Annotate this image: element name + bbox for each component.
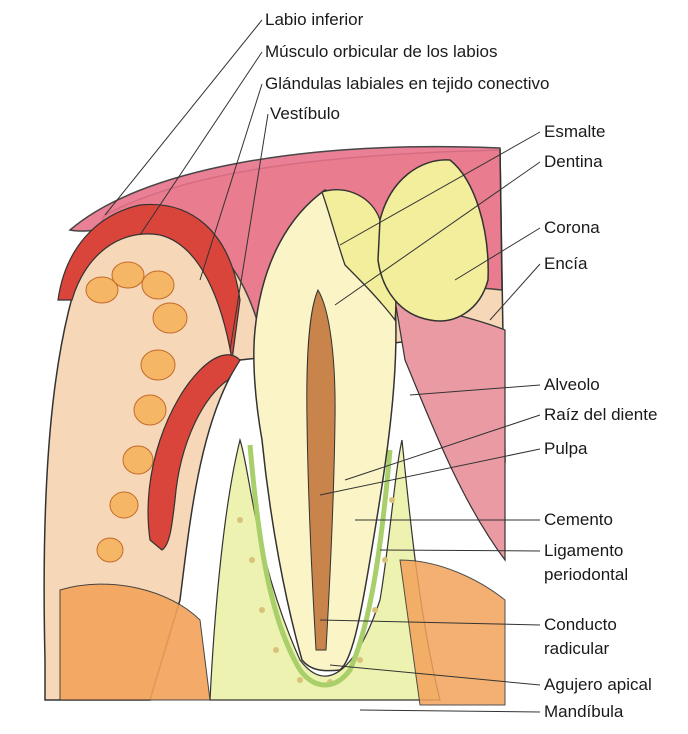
label-encia: Encía [544, 254, 587, 274]
label-vestibulo: Vestíbulo [270, 104, 340, 124]
label-mandibula: Mandíbula [544, 702, 623, 722]
gingiva [395, 300, 505, 560]
label-glandulas-labiales: Glándulas labiales en tejido conectivo [265, 74, 549, 94]
label-dentina: Dentina [544, 152, 603, 172]
label-conducto-1: Conducto [544, 615, 617, 635]
label-raiz-del-diente: Raíz del diente [544, 405, 657, 425]
label-ligamento-2: periodontal [544, 565, 628, 585]
label-labio-inferior: Labio inferior [265, 10, 363, 30]
label-agujero-apical: Agujero apical [544, 675, 652, 695]
label-conducto-2: radicular [544, 639, 609, 659]
label-alveolo: Alveolo [544, 375, 600, 395]
label-cemento: Cemento [544, 510, 613, 530]
label-pulpa: Pulpa [544, 439, 587, 459]
label-ligamento-1: Ligamento [544, 541, 623, 561]
label-corona: Corona [544, 218, 600, 238]
label-esmalte: Esmalte [544, 122, 605, 142]
orbicularis-muscle [60, 584, 210, 700]
label-musculo-orbicular: Músculo orbicular de los labios [265, 42, 497, 62]
